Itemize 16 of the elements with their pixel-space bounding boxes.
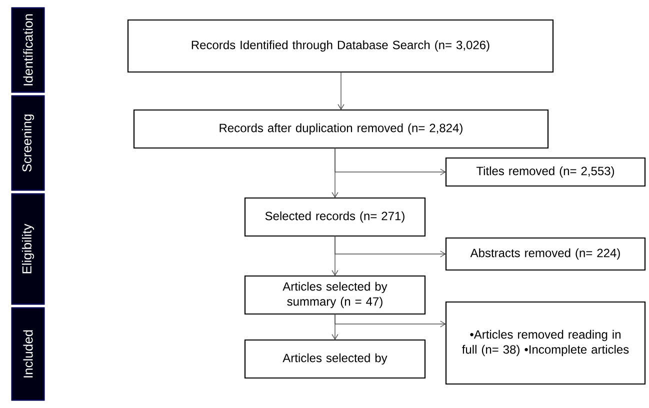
process-box: Articles selected by summary (n = 47) xyxy=(244,275,426,315)
phase-band: Included xyxy=(11,307,45,401)
arrow xyxy=(334,148,446,176)
process-box: Titles removed (n= 2,553) xyxy=(445,157,646,187)
process-box: Selected records (n= 271) xyxy=(244,197,426,237)
phase-band: Eligibility xyxy=(11,193,45,305)
process-box: Abstracts removed (n= 224) xyxy=(445,237,646,271)
process-box: •Articles removed reading in full (n= 38) •Incomplete articles xyxy=(445,301,646,385)
arrow xyxy=(334,236,446,258)
arrow xyxy=(338,72,344,110)
arrow xyxy=(334,314,446,328)
process-box: Records Identified through Database Search (n= 3,026) xyxy=(127,19,554,73)
process-box: Articles selected by xyxy=(244,339,426,379)
process-box: Records after duplication removed (n= 2,824) xyxy=(133,109,549,149)
phase-band: Screening xyxy=(11,95,45,191)
phase-band: Identification xyxy=(11,7,45,93)
